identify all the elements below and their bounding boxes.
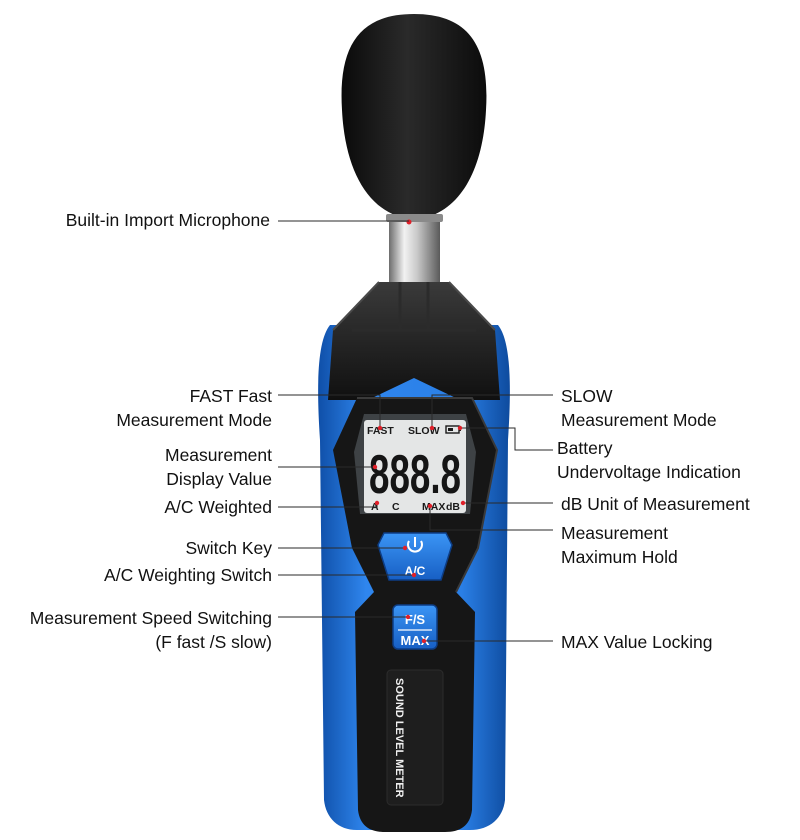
lcd-weight-c: C — [392, 501, 400, 513]
label-display-line2: Display Value — [166, 469, 272, 489]
label-display-line1: Measurement — [165, 445, 272, 465]
label-slow-mode: SLOW Measurement Mode — [561, 384, 717, 432]
label-db-unit: dB Unit of Measurement — [561, 494, 750, 514]
brand-label: SOUND LEVEL METER — [393, 678, 405, 798]
label-ac-switch: A/C Weighting Switch — [104, 565, 272, 585]
label-max-hold-line1: Measurement — [561, 523, 668, 543]
label-fast-line1: FAST Fast — [189, 386, 272, 406]
microphone-neck — [389, 216, 440, 282]
label-battery: Battery Undervoltage Indication — [557, 436, 741, 484]
label-display-value: Measurement Display Value — [165, 443, 272, 491]
fs-max-button[interactable]: F/S MAX — [392, 604, 438, 650]
lcd-display: FAST SLOW 888.8 A C MAX dB — [354, 414, 476, 514]
lcd-max: MAX — [422, 501, 445, 513]
sound-level-meter: FAST SLOW 888.8 A C MAX dB A/C F/ — [318, 14, 510, 832]
microphone-windscreen — [341, 14, 487, 220]
lcd-fast: FAST — [367, 425, 394, 437]
lcd-digits: 888.8 — [369, 443, 461, 505]
lcd-db: dB — [446, 501, 460, 513]
ac-power-button[interactable]: A/C — [377, 532, 453, 581]
label-fast-mode: FAST Fast Measurement Mode — [116, 384, 272, 432]
label-ac-weighted: A/C Weighted — [164, 497, 272, 517]
power-icon — [407, 537, 423, 553]
label-switch-key: Switch Key — [185, 538, 272, 558]
microphone-marker — [406, 219, 412, 225]
label-max-hold: Measurement Maximum Hold — [561, 521, 678, 569]
label-speed-switching: Measurement Speed Switching (F fast /S s… — [30, 606, 272, 654]
lcd-markers — [372, 425, 466, 644]
label-speed-line1: Measurement Speed Switching — [29, 608, 272, 628]
lcd-slow: SLOW — [408, 425, 440, 437]
label-battery-line2: Undervoltage Indication — [557, 462, 741, 482]
label-max-lock: MAX Value Locking — [561, 632, 713, 652]
label-battery-line1: Battery — [557, 438, 613, 458]
max-button-label: MAX — [401, 633, 430, 648]
label-max-hold-line2: Maximum Hold — [561, 547, 678, 567]
meter-top-shell — [328, 282, 500, 400]
label-fast-line2: Measurement Mode — [116, 410, 272, 430]
label-speed-line2: (F fast /S slow) — [155, 632, 272, 652]
label-microphone: Built-in Import Microphone — [65, 210, 270, 230]
fs-button-label: F/S — [405, 612, 426, 627]
leader-lines — [278, 220, 553, 642]
label-slow-line1: SLOW — [561, 386, 613, 406]
label-slow-line2: Measurement Mode — [561, 410, 717, 430]
